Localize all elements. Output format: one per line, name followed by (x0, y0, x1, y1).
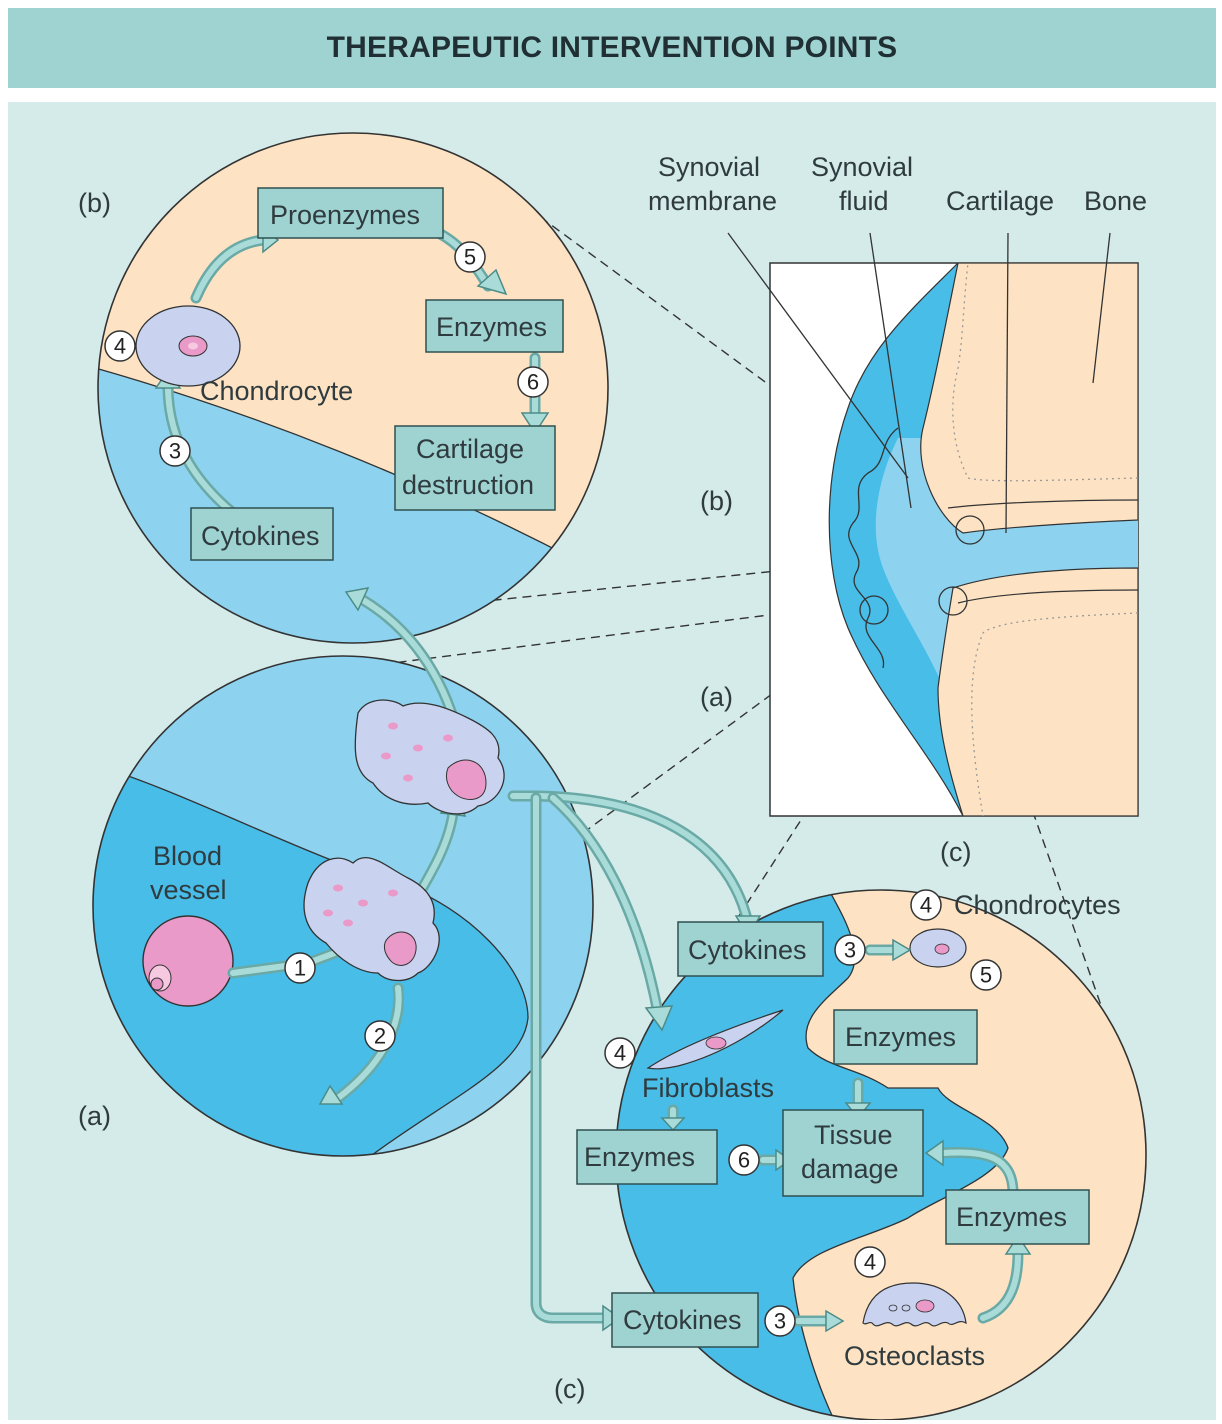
joint-tag-c: (c) (940, 837, 971, 867)
cytokines-label-c-bottom: Cytokines (623, 1305, 742, 1335)
svg-text:3: 3 (774, 1309, 786, 1334)
enzymes-label-b: Enzymes (436, 312, 547, 342)
cartilage-label: Cartilage (946, 186, 1054, 216)
enzymes-label-c-right: Enzymes (956, 1202, 1067, 1232)
synovial-membrane-line1: Synovial (658, 152, 760, 182)
chondrocytes-label: Chondrocytes (954, 890, 1121, 920)
svg-text:6: 6 (738, 1148, 750, 1173)
step-1-badge: 1 (285, 953, 315, 983)
tissue-damage-box: Tissue damage (783, 1110, 923, 1196)
panel-b-tag: (b) (78, 188, 111, 218)
step-5-badge-c: 5 (971, 960, 1001, 990)
step-4-badge-fibro: 4 (605, 1038, 635, 1068)
enzymes-box-c-right: Enzymes (946, 1190, 1089, 1244)
step-4-badge-osteo: 4 (855, 1247, 885, 1277)
bone-label: Bone (1084, 186, 1147, 216)
cartilage-destruction-line1: Cartilage (416, 434, 524, 464)
joint-tag-b: (b) (700, 486, 733, 516)
panel-a-tag: (a) (78, 1101, 111, 1131)
enzymes-box-b: Enzymes (426, 300, 563, 352)
step-3-badge-b: 3 (160, 436, 190, 466)
enzymes-label-c-left: Enzymes (584, 1142, 695, 1172)
synovial-fluid-line2: fluid (839, 186, 889, 216)
cytokines-box-b: Cytokines (191, 508, 333, 560)
svg-text:4: 4 (920, 893, 932, 918)
proenzymes-box: Proenzymes (258, 188, 443, 238)
cartilage-destruction-line2: destruction (402, 470, 534, 500)
fibroblasts-label: Fibroblasts (642, 1073, 774, 1103)
svg-text:2: 2 (374, 1024, 386, 1049)
panel-c-tag: (c) (554, 1374, 585, 1404)
tissue-damage-line1: Tissue (814, 1120, 893, 1150)
chondrocyte-cell (136, 306, 240, 386)
cytokines-label-c-top: Cytokines (688, 935, 807, 965)
blood-vessel-line2: vessel (150, 875, 227, 905)
step-4-badge-chondro: 4 (911, 890, 941, 920)
svg-text:4: 4 (114, 334, 126, 359)
step-3-badge-c-top: 3 (835, 935, 865, 965)
tissue-damage-line2: damage (801, 1154, 899, 1184)
synovial-membrane-line2: membrane (648, 186, 777, 216)
synovial-fluid-line1: Synovial (811, 152, 913, 182)
cytokines-box-c-top: Cytokines (678, 922, 823, 976)
enzymes-box-c-top: Enzymes (834, 1010, 977, 1064)
step-3-badge-c-bottom: 3 (765, 1306, 795, 1336)
svg-text:1: 1 (294, 956, 306, 981)
proenzymes-label: Proenzymes (270, 200, 420, 230)
step-6-badge-b: 6 (518, 367, 548, 397)
enzymes-box-c-left: Enzymes (577, 1130, 717, 1184)
svg-text:3: 3 (844, 938, 856, 963)
svg-text:4: 4 (864, 1250, 876, 1275)
step-4-badge-b: 4 (105, 331, 135, 361)
osteoclasts-label: Osteoclasts (844, 1341, 985, 1371)
step-2-badge: 2 (365, 1021, 395, 1051)
enzymes-label-c-top: Enzymes (845, 1022, 956, 1052)
svg-text:4: 4 (614, 1041, 626, 1066)
cytokines-label-b: Cytokines (201, 521, 320, 551)
chondrocyte-label: Chondrocyte (200, 376, 353, 406)
svg-text:5: 5 (980, 963, 992, 988)
diagram-canvas: Proenzymes Enzymes Cartilage destruction… (8, 8, 1216, 1420)
blood-vessel (143, 916, 233, 1006)
svg-text:3: 3 (169, 439, 181, 464)
joint-tag-a: (a) (700, 682, 733, 712)
step-6-badge-c: 6 (729, 1145, 759, 1175)
figure: THERAPEUTIC INTERVENTION POINTS (8, 8, 1216, 1420)
svg-text:5: 5 (464, 245, 476, 270)
cartilage-destruction-box: Cartilage destruction (395, 426, 555, 510)
svg-text:6: 6 (527, 370, 539, 395)
joint-inset (728, 233, 1138, 816)
blood-vessel-line1: Blood (153, 841, 222, 871)
chondrocyte-c (910, 929, 966, 967)
cytokines-box-c-bottom: Cytokines (612, 1293, 758, 1347)
step-5-badge-b: 5 (455, 242, 485, 272)
